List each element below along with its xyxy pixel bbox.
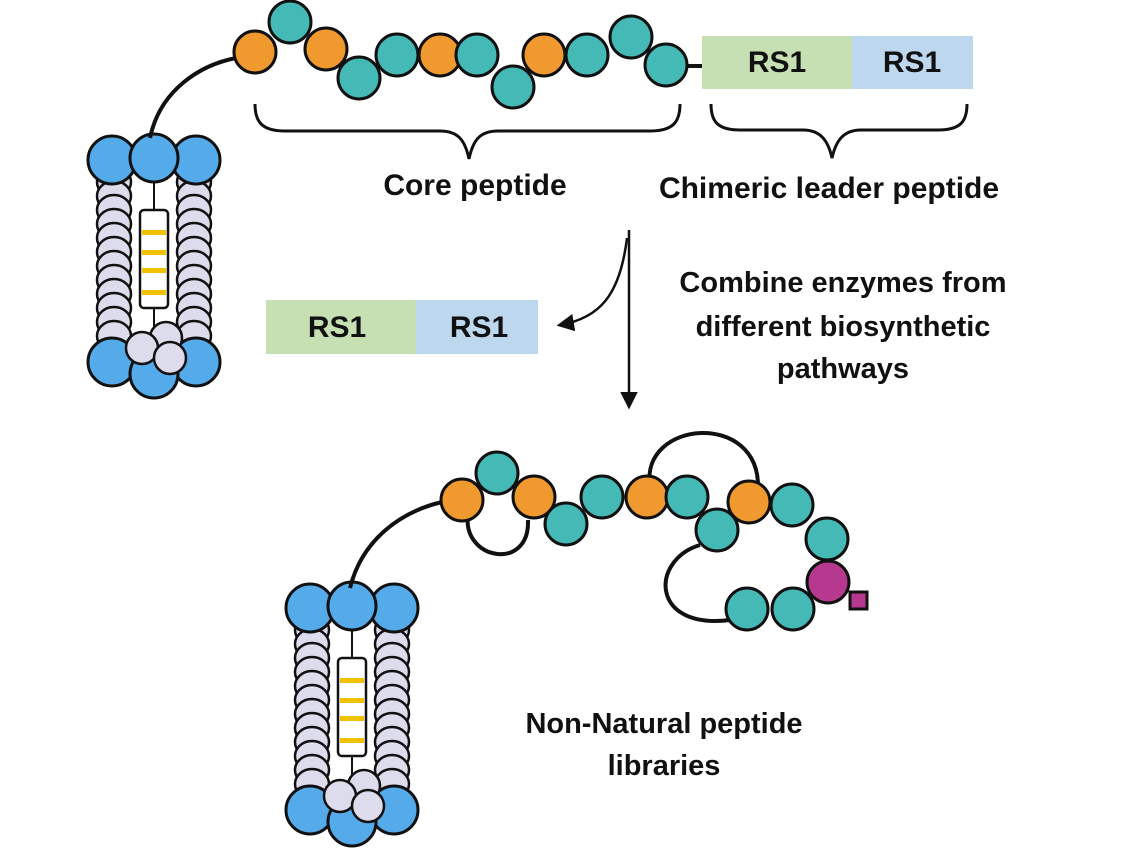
cleaved-segment-rs1-green — [266, 300, 416, 354]
core-peptide-label: Core peptide — [383, 169, 566, 202]
modified-residue-bead — [511, 474, 557, 520]
amino-acid-bead — [474, 450, 520, 496]
amino-acid-bead — [267, 0, 313, 45]
carrier-cluster-bead — [152, 340, 188, 376]
carrier-cluster-bead — [350, 788, 386, 824]
amino-acid-bead — [724, 586, 770, 632]
carrier-top-bead — [128, 132, 180, 184]
leader-segment-label: RS1 — [748, 46, 806, 79]
amino-acid-bead — [643, 42, 689, 88]
amino-acid-bead — [490, 64, 536, 110]
amino-acid-bead — [454, 32, 500, 78]
macrocycle-loop-2 — [647, 431, 761, 489]
carrier-protein-bottom — [284, 580, 420, 848]
chimeric-leader-peptide: RS1 RS1 — [702, 36, 973, 89]
carrier-linker-bottom — [348, 500, 443, 589]
cleavage-arrow — [556, 237, 629, 332]
cartridge-band — [142, 268, 166, 273]
leader-segment-rs1-green — [702, 36, 852, 89]
amino-acid-bead — [804, 516, 850, 562]
process-label-line: different biosynthetic — [696, 311, 991, 343]
product-peptide: Non-Natural peptide libraries — [284, 431, 869, 848]
leader-segment-rs1-blue — [852, 36, 973, 89]
process-step: RS1 RS1 Combine enzymes from different b… — [266, 230, 1007, 410]
modified-residue-bead — [624, 474, 670, 520]
terminal-modified-bead — [805, 559, 851, 605]
amino-acid-bead — [579, 474, 625, 520]
modified-residue-bead — [303, 26, 349, 72]
modified-residue-bead — [439, 477, 485, 523]
amino-acid-bead — [770, 586, 816, 632]
process-label-line: pathways — [777, 353, 909, 385]
cartridge-band — [142, 230, 166, 235]
cartridge-band — [340, 716, 364, 721]
amino-acid-bead — [608, 14, 654, 60]
amino-acid-bead — [543, 501, 589, 547]
carrier-top-bead — [326, 580, 378, 632]
macrocycle-loop-1 — [465, 514, 531, 557]
leader-peptide-brace — [709, 103, 969, 159]
leader-segment-label: RS1 — [883, 46, 941, 79]
cleaved-leader-peptide: RS1 RS1 — [266, 300, 538, 354]
carrier-linker-top — [148, 56, 237, 139]
modified-residue-bead — [521, 32, 567, 78]
product-label-line: Non-Natural peptide — [525, 708, 802, 740]
modified-peptide-chain — [439, 450, 851, 632]
carrier-protein-top — [86, 132, 222, 400]
cleaved-segment-label: RS1 — [308, 311, 366, 344]
amino-acid-bead — [664, 474, 710, 520]
core-peptide-brace — [253, 103, 682, 160]
cartridge-band — [142, 290, 166, 295]
cleaved-segment-label: RS1 — [450, 311, 508, 344]
terminal-modification-square — [848, 590, 869, 611]
core-peptide-chain — [232, 0, 689, 110]
process-label-line: Combine enzymes from — [679, 267, 1006, 299]
amino-acid-bead — [374, 32, 420, 78]
cartridge-band — [340, 698, 364, 703]
amino-acid-bead — [564, 32, 610, 78]
macrocycle-loop-3 — [663, 543, 731, 623]
amino-acid-bead — [336, 55, 382, 101]
amino-acid-bead — [694, 507, 740, 553]
modified-residue-bead — [232, 29, 278, 75]
product-label-line: libraries — [608, 750, 721, 782]
chimeric-leader-label: Chimeric leader peptide — [659, 172, 999, 205]
modified-residue-bead — [726, 479, 772, 525]
top-precursor: RS1 RS1 Core peptide Chimeric leader pep… — [86, 0, 999, 400]
cartridge-band — [340, 738, 364, 743]
cartridge-band — [142, 250, 166, 255]
amino-acid-bead — [769, 482, 815, 528]
cartridge-band — [340, 678, 364, 683]
cleaved-segment-rs1-blue — [416, 300, 538, 354]
